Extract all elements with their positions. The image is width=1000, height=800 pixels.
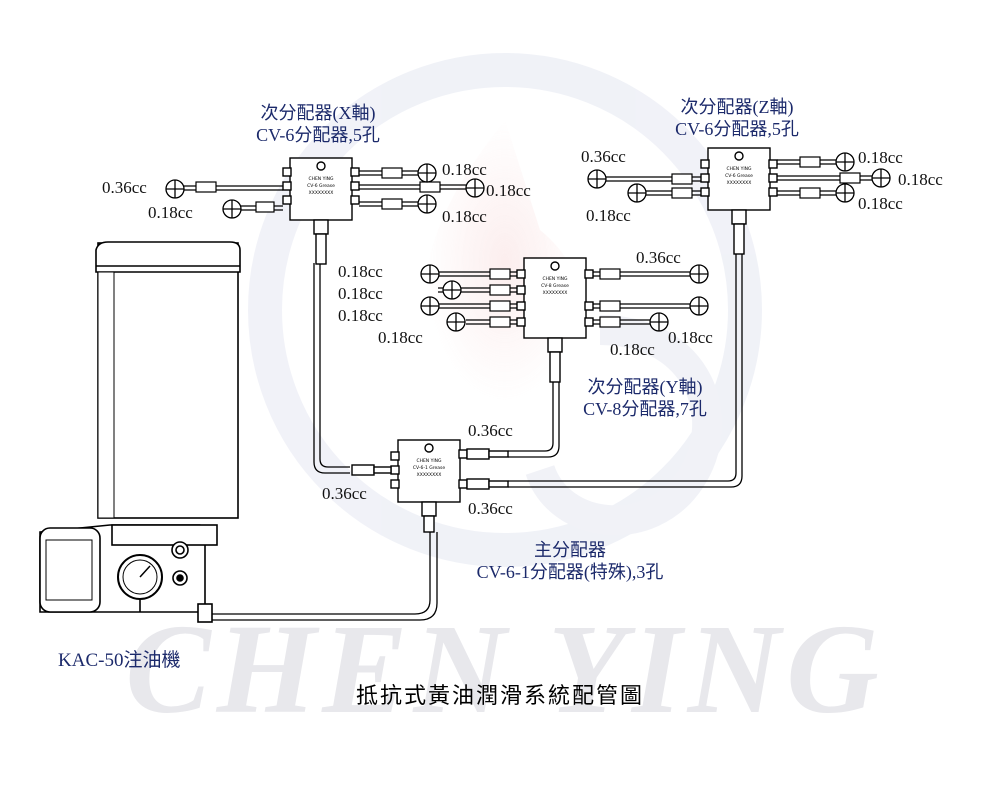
z-outlet-4: 0.18cc	[858, 194, 903, 213]
y-outlet-6: 0.18cc	[610, 340, 655, 359]
pump-label: KAC-50注油機	[58, 650, 181, 671]
x-serial: XXXXXXXX	[309, 190, 334, 196]
diagram-title: 抵抗式黃油潤滑系統配管圖	[355, 683, 644, 708]
x-outlet-1: 0.18cc	[148, 203, 193, 222]
x-distributor-line2: CV-6分配器,5孔	[256, 125, 380, 145]
y-distributor-label: 次分配器(Y軸) CV-8分配器,7孔	[560, 376, 730, 420]
distributor-y-block	[516, 257, 594, 383]
main-outlet-1: 0.36cc	[468, 421, 513, 440]
x-outlet-2: 0.18cc	[442, 160, 487, 179]
main-model: CV-6-1 Grease	[413, 465, 445, 471]
distributor-x-block	[282, 157, 360, 265]
x-distributor-line1: 次分配器(X軸)	[260, 103, 376, 123]
x-distributor-label: 次分配器(X軸) CV-6分配器,5孔	[238, 102, 398, 146]
y-outlet-3: 0.18cc	[378, 328, 423, 347]
z-distributor-line2: CV-6分配器,5孔	[675, 119, 799, 139]
y-outlet-4: 0.36cc	[636, 248, 681, 267]
z-outlet-0: 0.36cc	[581, 147, 626, 166]
x-outlet-3: 0.18cc	[486, 181, 531, 200]
main-brand: CHEN YING	[416, 458, 442, 464]
y-serial: XXXXXXXX	[543, 290, 568, 296]
z-outlet-1: 0.18cc	[586, 206, 631, 225]
x-model: CV-6 Grease	[307, 183, 335, 189]
distributor-z-grease-points	[587, 152, 891, 203]
y-distributor-line2: CV-8分配器,7孔	[583, 399, 707, 419]
x-outlet-4: 0.18cc	[442, 207, 487, 226]
distributor-y-grease-points	[420, 264, 709, 332]
distributor-x-grease-points	[165, 163, 485, 219]
z-distributor-label: 次分配器(Z軸) CV-6分配器,5孔	[652, 96, 822, 140]
y-model: CV-8 Grease	[541, 283, 569, 289]
main-distributor-line1: 主分配器	[534, 540, 606, 560]
z-brand: CHEN YING	[726, 166, 752, 172]
watermark-text: CHEN YING	[125, 598, 885, 740]
distributor-y-outlet-lines	[438, 268, 690, 328]
distributor-x-outlet-lines	[183, 167, 466, 213]
x-brand: CHEN YING	[308, 176, 334, 182]
y-distributor-line1: 次分配器(Y軸)	[587, 377, 703, 397]
y-outlet-2: 0.18cc	[338, 306, 383, 325]
z-model: CV-6 Grease	[725, 173, 753, 179]
z-outlet-2: 0.18cc	[858, 148, 903, 167]
z-serial: XXXXXXXX	[727, 180, 752, 186]
y-brand: CHEN YING	[542, 276, 568, 282]
x-outlet-0: 0.36cc	[102, 178, 147, 197]
main-serial: XXXXXXXX	[417, 472, 442, 478]
pump-kac50	[39, 241, 241, 623]
y-outlet-0: 0.18cc	[338, 262, 383, 281]
main-distributor-line2: CV-6-1分配器(特殊),3孔	[476, 562, 664, 582]
y-outlet-5: 0.18cc	[668, 328, 713, 347]
z-distributor-line1: 次分配器(Z軸)	[680, 97, 794, 117]
z-outlet-3: 0.18cc	[898, 170, 943, 189]
y-outlet-1: 0.18cc	[338, 284, 383, 303]
main-outlet-2: 0.36cc	[468, 499, 513, 518]
main-distributor-label: 主分配器 CV-6-1分配器(特殊),3孔	[440, 539, 700, 583]
main-outlet-0: 0.36cc	[322, 484, 367, 503]
pipes	[212, 250, 743, 621]
block-nameplates: CHEN YING CV-6 Grease XXXXXXXX CHEN YING…	[307, 166, 753, 478]
distributor-z-block	[700, 147, 778, 255]
distributor-main-block	[351, 439, 509, 533]
distributor-z-outlet-lines	[605, 156, 872, 199]
